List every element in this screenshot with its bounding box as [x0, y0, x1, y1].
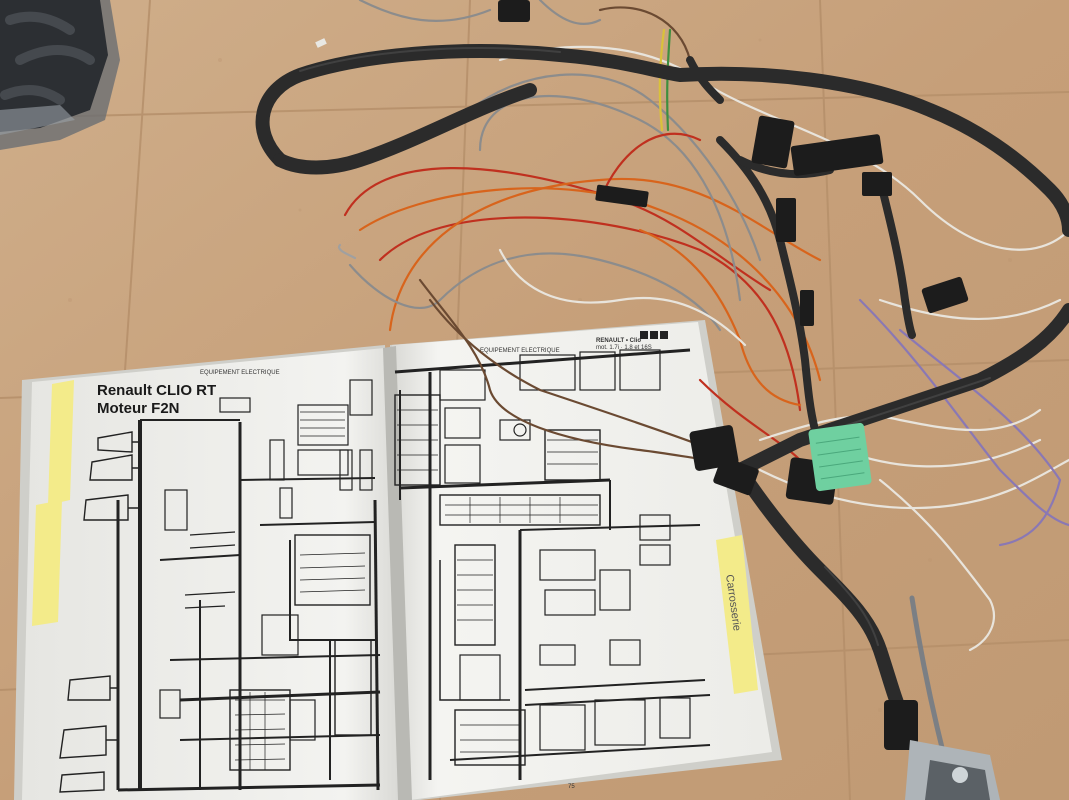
connector-upper-3	[862, 172, 892, 196]
left-page-text: EQUIPEMENT ELECTRIQUE Renault CLIO RT Mo…	[97, 370, 280, 417]
right-page-number: 75	[568, 784, 575, 790]
wire-harness	[255, 0, 1069, 717]
connector-bottom	[884, 700, 918, 750]
connector-upper-1	[751, 115, 795, 169]
parts-bag	[0, 0, 120, 150]
connector-center-strip	[595, 184, 649, 208]
connector-green	[808, 422, 872, 492]
right-page-schematic	[394, 348, 711, 780]
sticky-tabs	[32, 380, 758, 694]
connector-mid-2	[800, 290, 814, 326]
connector-mid-1	[776, 198, 796, 242]
left-page-header: EQUIPEMENT ELECTRIQUE	[200, 370, 280, 376]
right-page-corner-label: RENAULT • Clio	[596, 338, 641, 344]
right-page-text: EQUIPEMENT ELECTRIQUE RENAULT • Clio mot…	[480, 331, 668, 790]
small-debris	[315, 38, 327, 48]
connectors	[498, 0, 969, 750]
connector-upper-2	[790, 134, 884, 176]
left-page-title-line1: Renault CLIO RT	[97, 382, 216, 399]
right-page-header: EQUIPEMENT ELECTRIQUE	[480, 348, 560, 354]
right-page-corner-icon-2	[650, 331, 658, 339]
connector-book-edge-2	[713, 456, 759, 496]
tools-bottom-right	[905, 595, 1000, 800]
right-page-corner-sub: mot. 1.7i · 1.8 et 16S	[596, 345, 652, 351]
left-page-title-line2: Moteur F2N	[97, 400, 180, 417]
connector-top	[498, 0, 530, 22]
left-page-schematic	[59, 379, 381, 793]
connector-right	[921, 276, 969, 314]
right-page-corner-icon-3	[660, 331, 668, 339]
right-page-corner-icon-1	[640, 331, 648, 339]
